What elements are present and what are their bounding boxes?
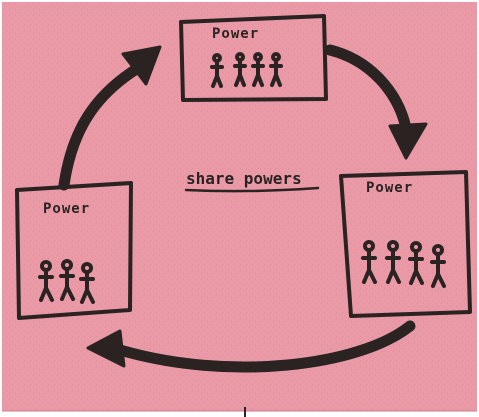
share-powers-underline xyxy=(184,186,320,193)
power-box-right-label: Power xyxy=(366,180,413,196)
people-group-right xyxy=(361,240,446,288)
person-figure xyxy=(385,240,401,284)
person-figure xyxy=(251,52,265,87)
person-figure xyxy=(408,241,424,285)
people-group-top xyxy=(210,52,283,88)
arrow-top-to-right xyxy=(324,44,428,160)
person-figure xyxy=(79,262,95,304)
person-figure xyxy=(38,260,54,302)
share-powers-label-group: share powers xyxy=(184,169,320,193)
power-box-left-label: Power xyxy=(43,201,90,217)
person-figure xyxy=(233,52,247,87)
power-box-top: Power xyxy=(179,14,328,102)
person-figure xyxy=(269,52,283,87)
power-box-left: Power xyxy=(15,181,133,320)
people-group-left xyxy=(38,259,95,304)
power-box-right: Power xyxy=(339,170,472,318)
share-powers-label: share powers xyxy=(186,169,302,188)
person-figure xyxy=(210,53,224,88)
arrow-right-to-left xyxy=(86,320,416,373)
person-figure xyxy=(59,259,75,301)
arrow-left-to-top xyxy=(58,45,162,191)
power-box-top-label: Power xyxy=(212,26,259,42)
person-figure xyxy=(361,240,377,284)
person-figure xyxy=(430,244,446,288)
